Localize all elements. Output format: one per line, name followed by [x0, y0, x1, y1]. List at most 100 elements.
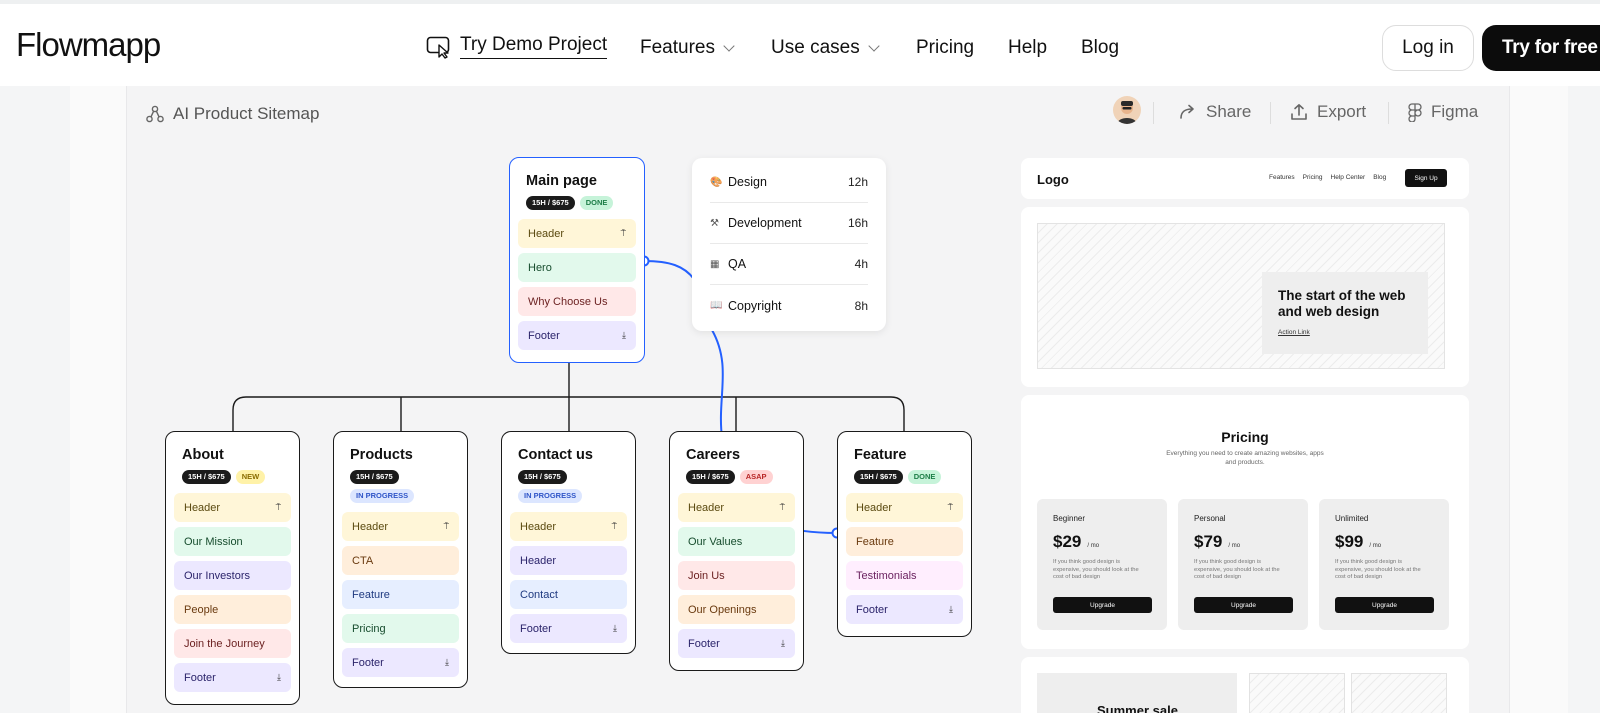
preview-nav-link[interactable]: Features: [1269, 174, 1295, 181]
block-join-the-journey[interactable]: Join the Journey: [174, 629, 291, 658]
preview-nav-link[interactable]: Pricing: [1302, 174, 1323, 181]
upgrade-button[interactable]: Upgrade: [1194, 597, 1293, 613]
block-label: Our Values: [688, 535, 743, 548]
preview-image-placeholder: The start of the web and web design Acti…: [1037, 223, 1445, 369]
features-menu[interactable]: Features: [640, 37, 735, 59]
block-label: Our Mission: [184, 535, 243, 548]
page-card-main[interactable]: Main page 15H / $675 DONE Header⍑ Hero W…: [509, 157, 645, 363]
block-footer[interactable]: Footer⤓: [846, 595, 963, 624]
preview-nav-link[interactable]: Blog: [1373, 174, 1387, 181]
block-our-mission[interactable]: Our Mission: [174, 527, 291, 556]
block-cta[interactable]: CTA: [342, 546, 459, 575]
block-label: Contact: [520, 588, 558, 601]
preview-nav-link[interactable]: Help Center: [1330, 174, 1366, 181]
footer-download-icon: ⤓: [445, 657, 449, 667]
block-people[interactable]: People: [174, 595, 291, 624]
upgrade-button[interactable]: Upgrade: [1335, 597, 1434, 613]
block-label: Footer: [520, 622, 552, 635]
plan-description: If you think good design is expensive, y…: [1194, 559, 1280, 580]
block-header[interactable]: Header⍑: [342, 512, 459, 541]
use-cases-label: Use cases: [771, 37, 860, 58]
brand-logo[interactable]: Flowmapp: [16, 26, 161, 63]
preview-sale-box: Summer sale: [1037, 673, 1237, 713]
footer-download-icon: ⤓: [949, 604, 953, 614]
plan-period: / mo: [1228, 543, 1241, 549]
block-header[interactable]: Header⍑: [174, 493, 291, 522]
share-button[interactable]: Share: [1179, 102, 1251, 122]
try-for-free-button[interactable]: Try for free: [1482, 25, 1600, 71]
preview-pricing-title: Pricing: [1221, 429, 1269, 445]
block-contact[interactable]: Contact: [510, 580, 627, 609]
preview-hero-link[interactable]: Action Link: [1278, 329, 1310, 336]
block-label: Feature: [352, 588, 390, 601]
top-navbar: Flowmapp Try Demo Project Features Use c…: [0, 0, 1600, 86]
tools-icon: ⚒: [710, 217, 719, 229]
footer-download-icon: ⤓: [781, 638, 785, 648]
block-label: Join the Journey: [184, 637, 265, 650]
block-header[interactable]: Header⍑: [518, 219, 636, 248]
block-footer[interactable]: Footer⤓: [174, 663, 291, 692]
status-badge: IN PROGRESS: [350, 489, 415, 503]
preview-sign-up-button[interactable]: Sign Up: [1405, 169, 1447, 187]
palette-icon: 🎨: [710, 176, 723, 188]
user-avatar-icon: [1117, 101, 1137, 124]
block-header[interactable]: Header⍑: [510, 512, 627, 541]
plan-name: Personal: [1194, 514, 1226, 523]
login-button[interactable]: Log in: [1382, 25, 1474, 71]
block-header[interactable]: Header⍑: [678, 493, 795, 522]
preview-image-placeholder: [1351, 673, 1447, 713]
plan-period: / mo: [1369, 543, 1382, 549]
block-label: Feature: [856, 535, 894, 548]
block-footer[interactable]: Footer ⤓: [678, 629, 795, 658]
try-demo-link[interactable]: Try Demo Project: [426, 34, 608, 59]
block-footer[interactable]: Footer⤓: [342, 648, 459, 677]
block-join-us[interactable]: Join Us: [678, 561, 795, 590]
block-label: Footer: [688, 637, 720, 650]
block-header-secondary[interactable]: Header: [510, 546, 627, 575]
block-feature[interactable]: Feature: [342, 580, 459, 609]
preview-nav-links: Features Pricing Help Center Blog: [1269, 174, 1386, 181]
pricing-link[interactable]: Pricing: [916, 37, 975, 58]
export-button[interactable]: Export: [1290, 102, 1366, 122]
use-cases-menu[interactable]: Use cases: [771, 37, 880, 59]
status-badge: ASAP: [739, 470, 773, 484]
block-our-investors[interactable]: Our Investors: [174, 561, 291, 590]
block-hero[interactable]: Hero: [518, 253, 636, 282]
block-testimonials[interactable]: Testimonials: [846, 561, 963, 590]
card-tags: 15H / $675 DONE: [526, 196, 636, 210]
block-our-values[interactable]: Our Values: [678, 527, 795, 556]
task-name: QA: [728, 257, 747, 271]
block-footer[interactable]: Footer ⤓: [510, 614, 627, 643]
block-pricing[interactable]: Pricing: [342, 614, 459, 643]
blog-link[interactable]: Blog: [1081, 37, 1120, 58]
block-header[interactable]: Header⍑: [846, 493, 963, 522]
block-why-choose-us[interactable]: Why Choose Us: [518, 287, 636, 316]
footer-download-icon: ⤓: [613, 623, 617, 633]
export-upload-icon: [1291, 104, 1307, 120]
block-label: Header: [856, 501, 893, 514]
plan-name: Beginner: [1053, 514, 1086, 523]
help-link[interactable]: Help: [1008, 37, 1048, 58]
project-toolbar: AI Product Sitemap Share Export Figma: [146, 96, 1486, 130]
block-footer[interactable]: Footer⤓: [518, 321, 636, 350]
upgrade-button[interactable]: Upgrade: [1053, 597, 1152, 613]
block-label: Footer: [528, 329, 560, 342]
export-label: Export: [1317, 102, 1367, 121]
avatar[interactable]: [1113, 96, 1141, 124]
plan-price: $79/ mo: [1194, 532, 1292, 552]
figma-button[interactable]: Figma: [1408, 102, 1478, 122]
block-our-openings[interactable]: Our Openings: [678, 595, 795, 624]
demo-cursor-icon: [426, 36, 450, 59]
block-feature[interactable]: Feature: [846, 527, 963, 556]
preview-image-placeholder: [1249, 673, 1345, 713]
